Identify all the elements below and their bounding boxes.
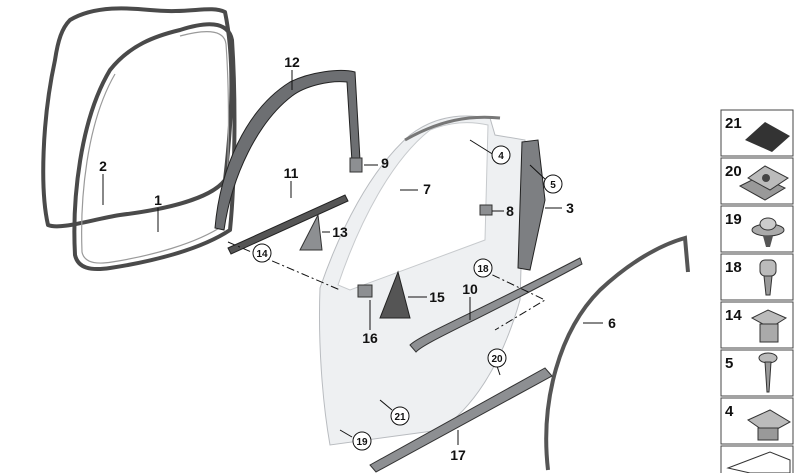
legend-item-4[interactable]: 4: [720, 397, 794, 445]
callout-3: 3: [566, 200, 574, 216]
callout-19: 19: [352, 431, 372, 451]
door-seal-2[interactable]: [41, 6, 234, 229]
mirror-triangle-15[interactable]: [379, 270, 411, 319]
bracket-9[interactable]: [349, 157, 363, 173]
part-16[interactable]: [357, 284, 373, 298]
callout-5: 5: [543, 174, 563, 194]
callout-4: 4: [491, 145, 511, 165]
cage-nut-icon: [746, 409, 792, 441]
callout-13: 13: [332, 224, 348, 240]
sill-strip-17[interactable]: [369, 367, 553, 473]
mirror-triangle-13[interactable]: [299, 213, 323, 251]
window-channel-7[interactable]: [404, 115, 501, 142]
callout-7: 7: [423, 181, 431, 197]
window-frame-seal-6[interactable]: [544, 235, 690, 471]
door-seal-1[interactable]: [72, 22, 237, 272]
trim-strip-11[interactable]: [227, 194, 349, 255]
callout-1: 1: [154, 192, 162, 208]
door-panel[interactable]: [318, 115, 526, 446]
wedge-icon: [726, 451, 791, 473]
legend-item-21[interactable]: 21: [720, 109, 794, 157]
callout-12: 12: [284, 54, 300, 70]
bracket-8[interactable]: [479, 204, 493, 216]
svg-text:20: 20: [725, 163, 742, 180]
callout-11: 11: [284, 165, 299, 181]
svg-text:4: 4: [725, 403, 734, 420]
b-pillar-trim-3[interactable]: [517, 139, 546, 271]
svg-text:5: 5: [550, 180, 556, 191]
callout-9: 9: [381, 155, 389, 171]
svg-text:21: 21: [394, 412, 406, 423]
callout-16: 16: [362, 330, 378, 346]
svg-text:14: 14: [725, 307, 742, 324]
callout-10: 10: [462, 281, 478, 297]
legend-item-18[interactable]: 18: [720, 253, 794, 301]
svg-text:21: 21: [725, 115, 742, 132]
legend-item-14[interactable]: 14: [720, 301, 794, 349]
svg-text:19: 19: [725, 211, 742, 228]
expanding-rivet-icon: [751, 217, 785, 247]
legend-item-19[interactable]: 19: [720, 205, 794, 253]
clip-nut-icon: [738, 165, 789, 201]
callout-14: 14: [252, 243, 272, 263]
svg-text:20: 20: [491, 354, 503, 365]
square-nut-icon: [750, 309, 788, 343]
foam-pad-icon: [745, 122, 790, 152]
legend-item-20[interactable]: 20: [720, 157, 794, 205]
legend-item-wedge[interactable]: [720, 445, 794, 473]
callout-15: 15: [429, 289, 445, 305]
svg-text:5: 5: [725, 355, 733, 372]
callout-21: 21: [390, 406, 410, 426]
callouts: 12 2 1 11 9 7 8 3 13 10 15 16 6 17 4 5 1…: [99, 54, 616, 463]
callout-20: 20: [487, 348, 507, 368]
hardware-legend: 21 20 19 18: [720, 109, 794, 473]
torx-screw-icon: [759, 259, 777, 296]
callout-17: 17: [450, 447, 466, 463]
svg-text:4: 4: [498, 151, 504, 162]
tapping-screw-icon: [758, 352, 778, 393]
callout-8: 8: [506, 203, 514, 219]
svg-text:18: 18: [477, 264, 489, 275]
belt-moulding-10[interactable]: [409, 257, 583, 353]
legend-item-5[interactable]: 5: [720, 349, 794, 397]
pillar-trim-12[interactable]: [214, 69, 361, 231]
svg-text:19: 19: [356, 437, 368, 448]
callout-2: 2: [99, 158, 107, 174]
svg-text:14: 14: [256, 249, 268, 260]
svg-text:18: 18: [725, 259, 742, 276]
callout-18: 18: [473, 258, 493, 278]
callout-6: 6: [608, 315, 616, 331]
